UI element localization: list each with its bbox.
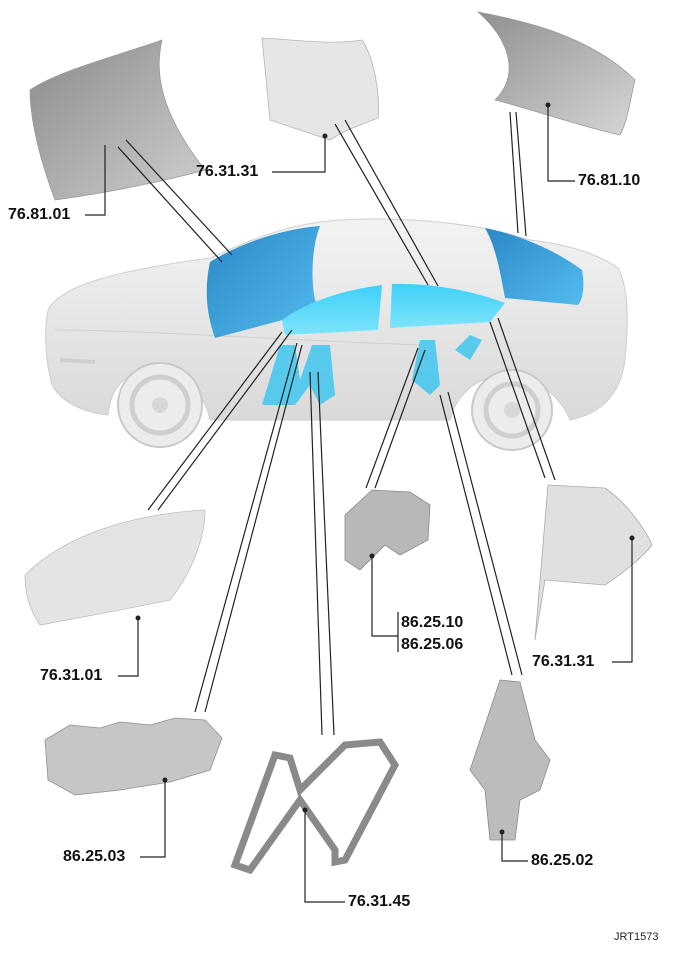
label-rear-door-glass-top: 76.31.31 bbox=[196, 163, 259, 180]
rear-window-switch-part bbox=[344, 489, 431, 571]
rear-regulator-part bbox=[469, 679, 551, 841]
front-door-glass-highlight bbox=[282, 285, 382, 335]
windshield-part bbox=[29, 39, 206, 201]
label-driver-switch-pack: 86.25.03 bbox=[63, 848, 126, 865]
reference-code: JRT1573 bbox=[614, 931, 659, 943]
front-door-glass-part bbox=[24, 509, 206, 626]
rear-windshield-highlight bbox=[485, 228, 584, 305]
label-rear-regulator: 86.25.02 bbox=[531, 852, 594, 869]
windshield-highlight bbox=[206, 226, 320, 338]
rear-quarter-glass-part bbox=[534, 484, 653, 641]
label-rear-windshield: 76.81.10 bbox=[578, 172, 641, 189]
label-front-regulator: 76.31.45 bbox=[348, 893, 411, 910]
label-rear-window-switch-a: 86.25.10 bbox=[401, 614, 464, 631]
front-regulator-part bbox=[230, 738, 400, 875]
rear-door-glass-top-part bbox=[261, 37, 379, 141]
driver-switch-pack-part bbox=[44, 717, 223, 796]
label-front-door-glass: 76.31.01 bbox=[40, 667, 103, 684]
label-rear-window-switch-b: 86.25.06 bbox=[401, 636, 464, 653]
leader-lines bbox=[85, 105, 633, 903]
label-rear-quarter-glass: 76.31.31 bbox=[532, 653, 595, 670]
rear-door-glass-highlight bbox=[390, 283, 505, 328]
label-front-windshield: 76.81.01 bbox=[8, 206, 71, 223]
rear-windshield-part bbox=[476, 11, 636, 136]
